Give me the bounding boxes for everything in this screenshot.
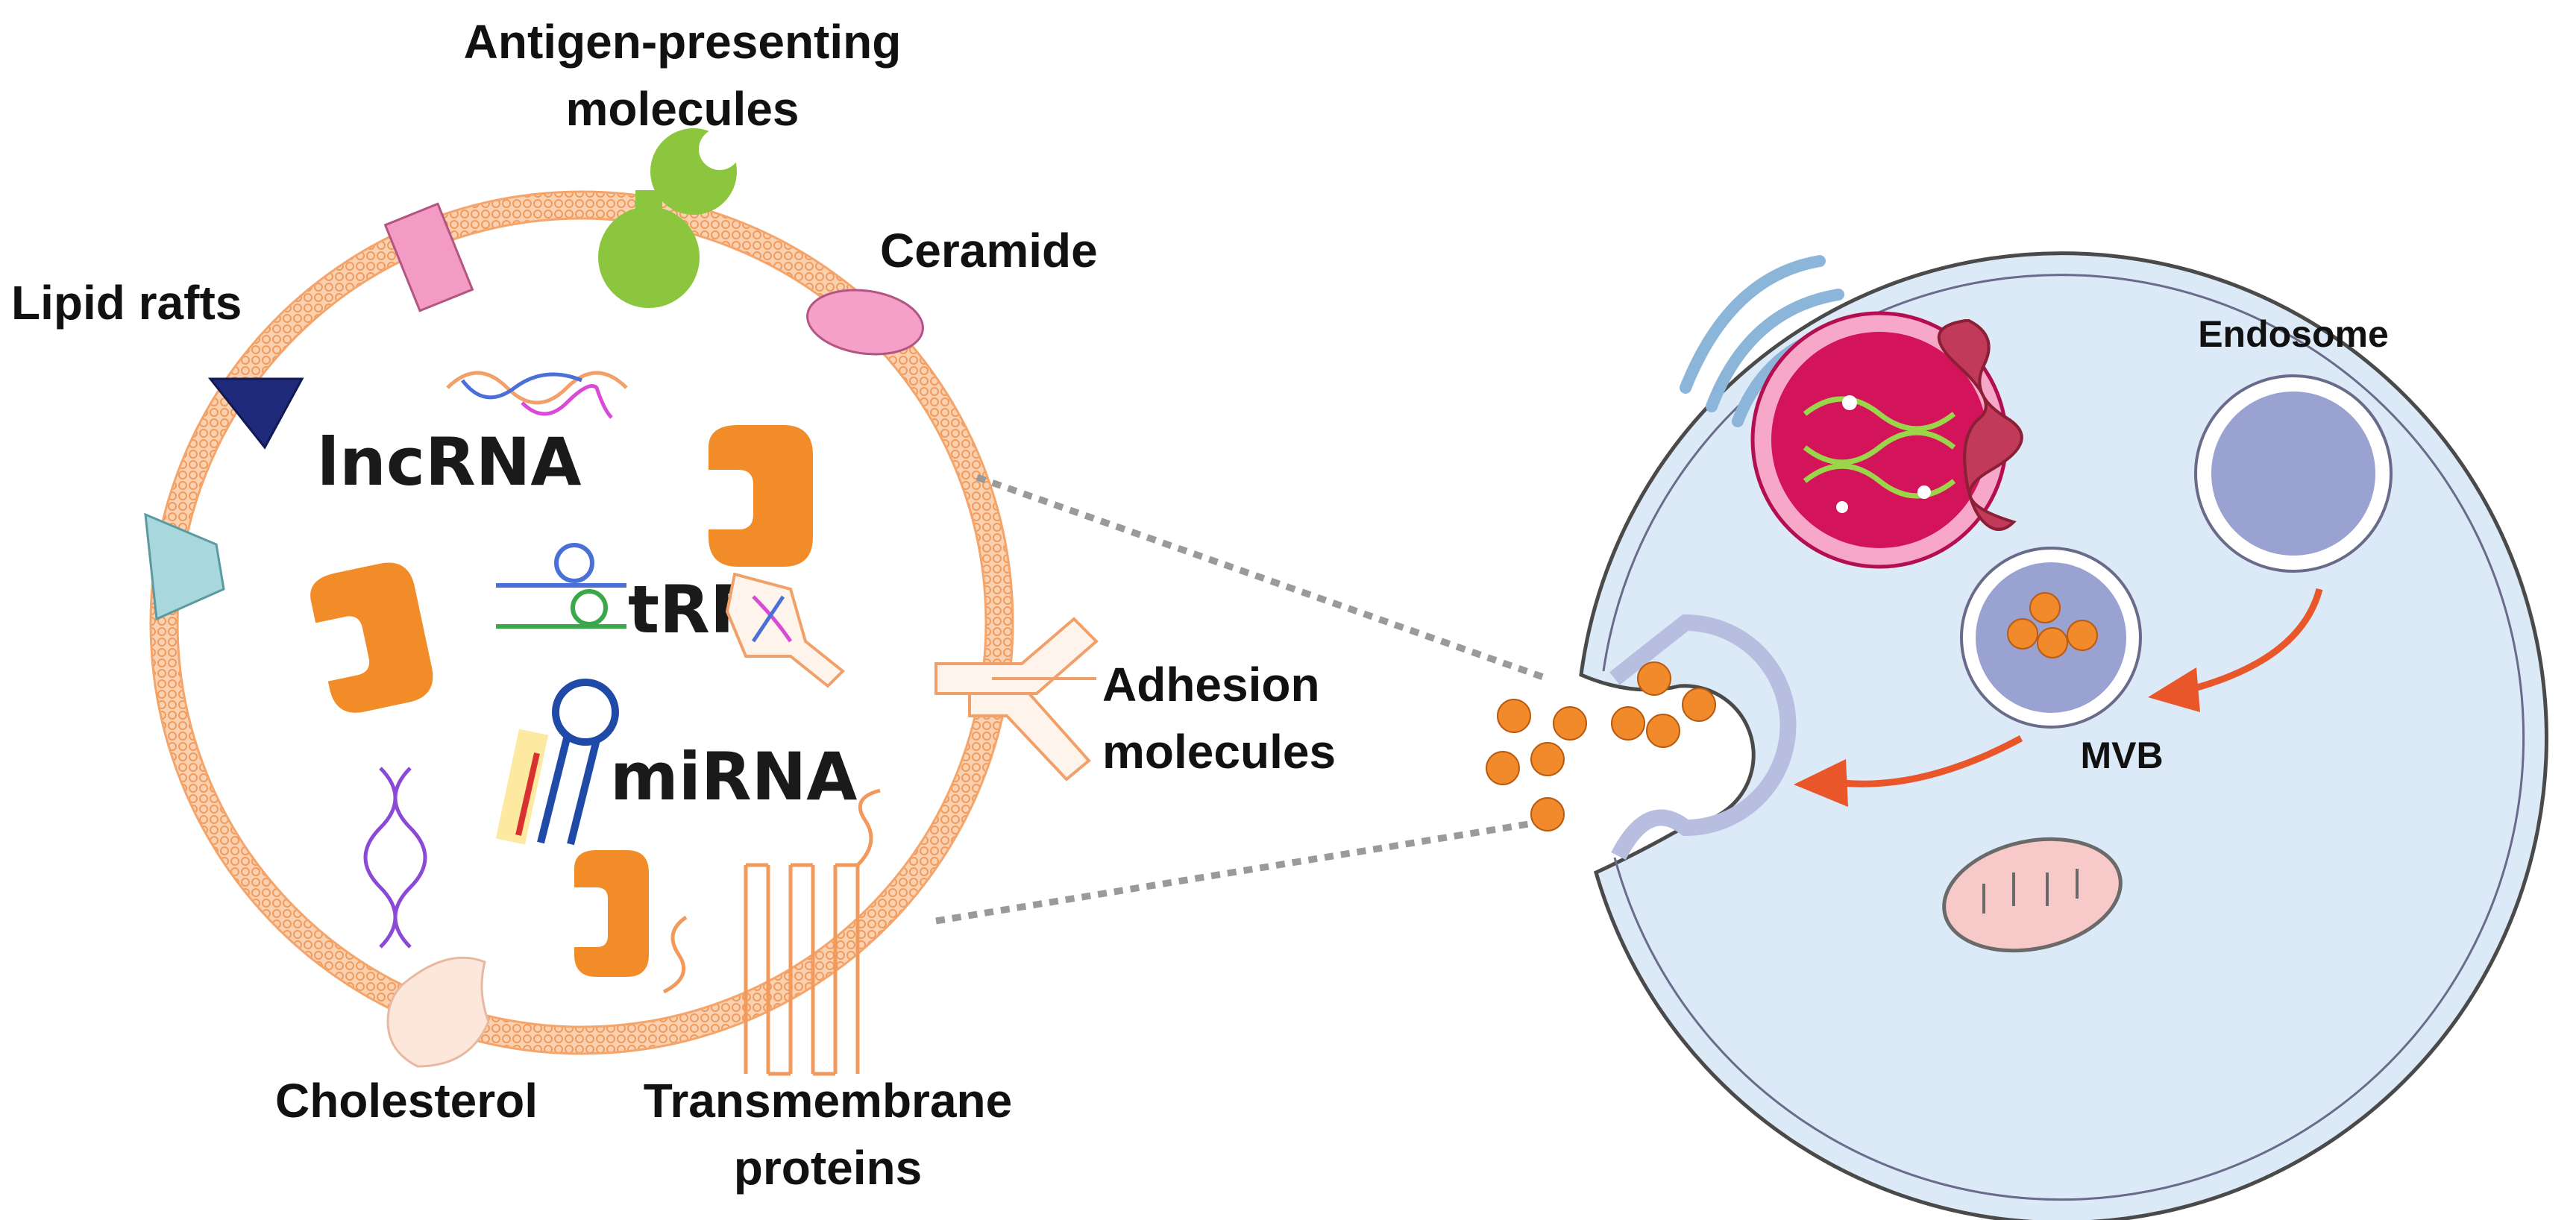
lipid-raft-triangle-icon <box>207 377 304 450</box>
exosome-membrane-inner-line <box>176 217 987 1028</box>
zoom-connector-top <box>976 474 1549 682</box>
arrowhead-icon <box>2148 667 2200 712</box>
mirna-label: miRNA <box>610 738 857 815</box>
cargo-protein-icon <box>709 425 813 567</box>
lncrna-label: lncRNA <box>317 424 582 500</box>
antigen-presenting-label-line2: molecules <box>565 82 799 136</box>
trf-structure-icon <box>496 543 626 629</box>
mvb-label: MVB <box>2080 735 2163 776</box>
exosome-membrane-outer-line <box>149 190 1014 1055</box>
cell <box>1579 251 2548 1220</box>
cargo-protein-icon <box>310 562 433 713</box>
released-exosomes <box>1486 661 1716 831</box>
transmembrane-label-line2: proteins <box>734 1141 922 1195</box>
lipid-raft-trapezoid-icon <box>144 512 225 621</box>
endosome-label: Endosome <box>2198 313 2389 355</box>
endosome-icon <box>2196 377 2390 570</box>
mvb-to-membrane-arrow <box>1841 735 2023 787</box>
endosome-outline <box>2194 374 2393 573</box>
cholesterol-label: Cholesterol <box>275 1074 538 1128</box>
antigen-presenting-label-line1: Antigen-presenting <box>464 15 902 69</box>
trf-protein-icon <box>725 572 845 688</box>
endoplasmic-reticulum-icon <box>1937 319 2023 531</box>
exosome-membrane <box>151 192 1013 1054</box>
transmembrane-protein-icon <box>662 788 881 1076</box>
mvb-outline <box>1960 547 2142 729</box>
exosome-vesicle <box>149 190 1014 1055</box>
mirna-hairpin-icon <box>495 679 619 846</box>
mvb-intraluminal-vesicles <box>2007 592 2098 658</box>
nucleus-icon <box>1750 311 2008 569</box>
arrowhead-icon <box>1794 759 1848 807</box>
antigen-presenting-molecule-icon <box>598 128 741 308</box>
ceramide-icon <box>806 289 924 356</box>
ceramide-label: Ceramide <box>880 224 1098 277</box>
mitochondrion-icon <box>1942 837 2123 953</box>
dna-helix-icon <box>363 767 427 949</box>
adhesion-label-line2: molecules <box>1102 725 1336 779</box>
lipid-raft-rect-icon <box>383 202 474 312</box>
lncrna-strand-icon <box>446 371 628 419</box>
transmembrane-label-line1: Transmembrane <box>644 1074 1012 1128</box>
adhesion-molecule-icon <box>934 617 1099 782</box>
lipid-rafts-label: Lipid rafts <box>11 276 242 330</box>
cell-membrane-outer <box>1579 251 2548 1220</box>
cholesterol-icon <box>386 956 490 1068</box>
budding-pocket-membrane <box>1609 614 1797 861</box>
adhesion-label-line1: Adhesion <box>1102 658 1320 711</box>
zoom-connector-bottom <box>935 817 1552 925</box>
cargo-protein-icon <box>574 850 649 977</box>
endosome-to-mvb-arrow <box>2187 588 2323 694</box>
